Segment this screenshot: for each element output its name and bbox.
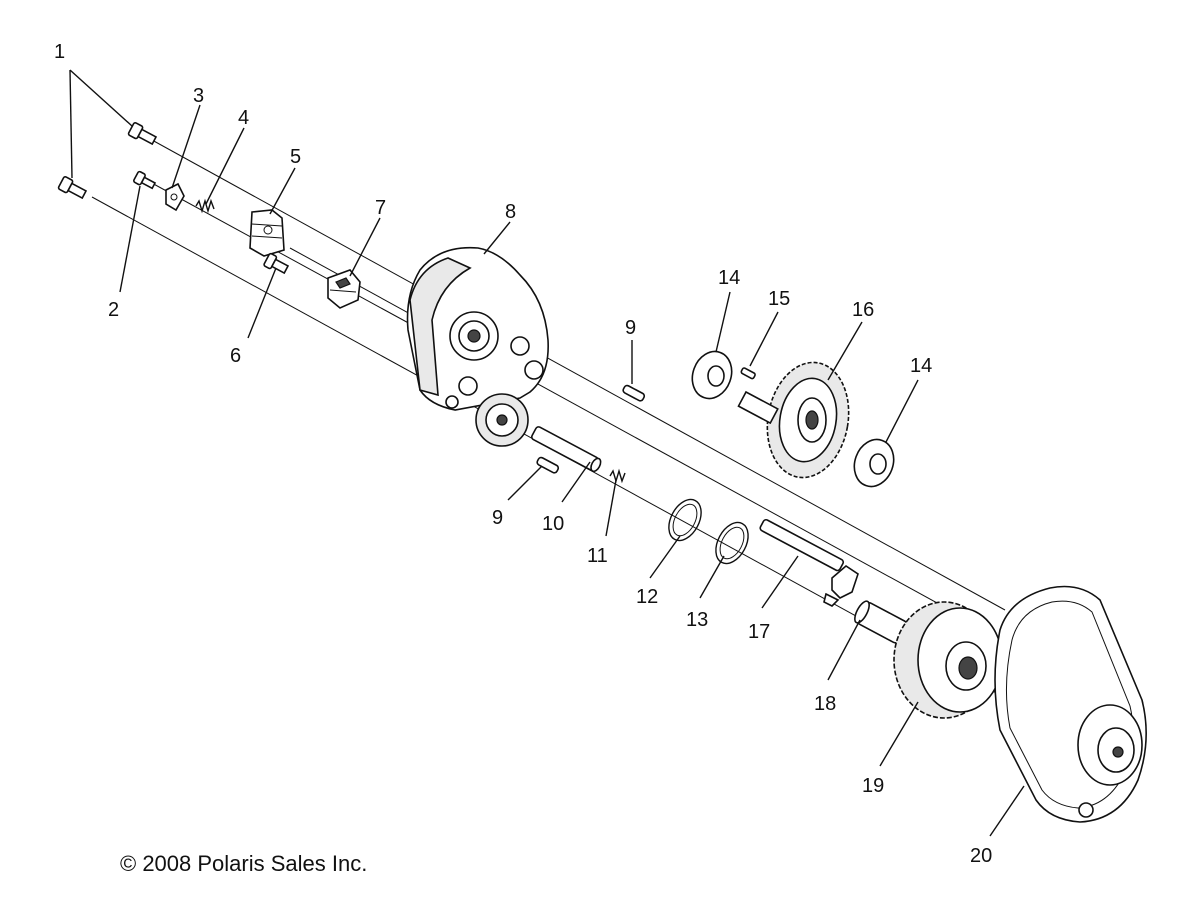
callout-15: 15 xyxy=(768,288,790,310)
part-2-bolt xyxy=(133,170,157,190)
callout-17: 17 xyxy=(748,621,770,643)
part-12-circlip xyxy=(668,498,702,542)
callout-2: 2 xyxy=(108,299,119,321)
part-16-gear xyxy=(737,361,850,479)
part-11-spring xyxy=(609,468,626,484)
callout-20: 20 xyxy=(970,845,992,867)
callout-16: 16 xyxy=(852,299,874,321)
housing-gear xyxy=(475,393,529,447)
leader-lines xyxy=(69,69,1025,837)
callout-19: 19 xyxy=(862,775,884,797)
copyright-notice: © 2008 Polaris Sales Inc. xyxy=(120,851,368,876)
callout-9-upper: 9 xyxy=(625,317,636,339)
part-7-clip xyxy=(327,269,361,309)
callout-6: 6 xyxy=(230,345,241,367)
part-10-shaft xyxy=(530,426,602,473)
part-20-cover xyxy=(994,585,1147,823)
part-4-spring xyxy=(195,198,215,214)
part-17-shift-shaft xyxy=(759,518,859,607)
callout-12: 12 xyxy=(636,586,658,608)
callout-13: 13 xyxy=(686,609,708,631)
part-3-lever xyxy=(165,182,185,212)
part-14-washer-lower xyxy=(853,438,895,488)
callout-14-upper: 14 xyxy=(718,267,740,289)
callout-8: 8 xyxy=(505,201,516,223)
callout-11: 11 xyxy=(587,545,608,567)
part-15-key xyxy=(740,367,756,380)
part-19-large-gear xyxy=(893,601,1003,719)
part-9-pin-lower xyxy=(536,456,560,474)
callout-1: 1 xyxy=(54,41,65,63)
callout-18: 18 xyxy=(814,693,836,715)
assembly-axis-lines xyxy=(91,139,1006,696)
callout-5: 5 xyxy=(290,146,301,168)
callout-3: 3 xyxy=(193,85,204,107)
part-1-bolts xyxy=(57,122,158,200)
part-18-sleeve xyxy=(854,600,908,644)
callout-4: 4 xyxy=(238,107,249,129)
part-8-housing xyxy=(406,246,549,411)
part-9-pin-upper xyxy=(622,384,646,402)
callout-14-lower: 14 xyxy=(910,355,932,377)
callout-9-lower: 9 xyxy=(492,507,503,529)
part-6-pin xyxy=(263,252,290,275)
part-13-oring xyxy=(715,521,749,565)
callout-numbers: 1 2 3 4 5 6 7 8 9 9 10 11 12 13 14 14 15… xyxy=(54,41,992,867)
callout-7: 7 xyxy=(375,197,386,219)
callout-10: 10 xyxy=(542,513,564,535)
part-14-washer-upper xyxy=(691,350,733,400)
part-5-bracket xyxy=(249,209,285,257)
